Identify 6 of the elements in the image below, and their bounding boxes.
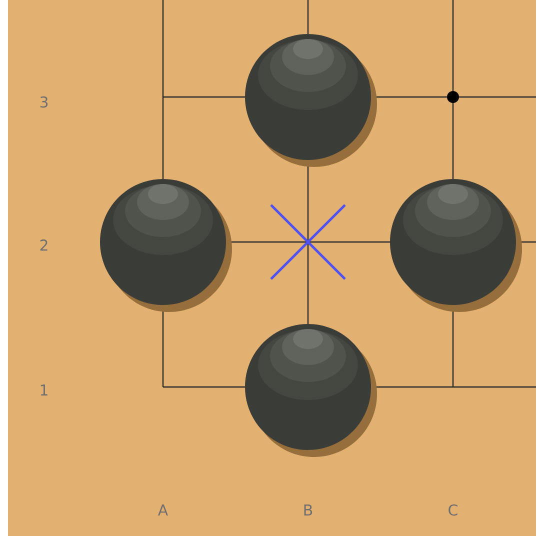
coordinate-label: 2 bbox=[40, 239, 48, 251]
coordinate-label: 3 bbox=[40, 96, 48, 108]
coordinate-label: 1 bbox=[40, 384, 48, 396]
coordinate-label: B bbox=[304, 504, 312, 516]
coordinate-label: A bbox=[158, 504, 168, 516]
coordinate-label: C bbox=[448, 504, 458, 516]
